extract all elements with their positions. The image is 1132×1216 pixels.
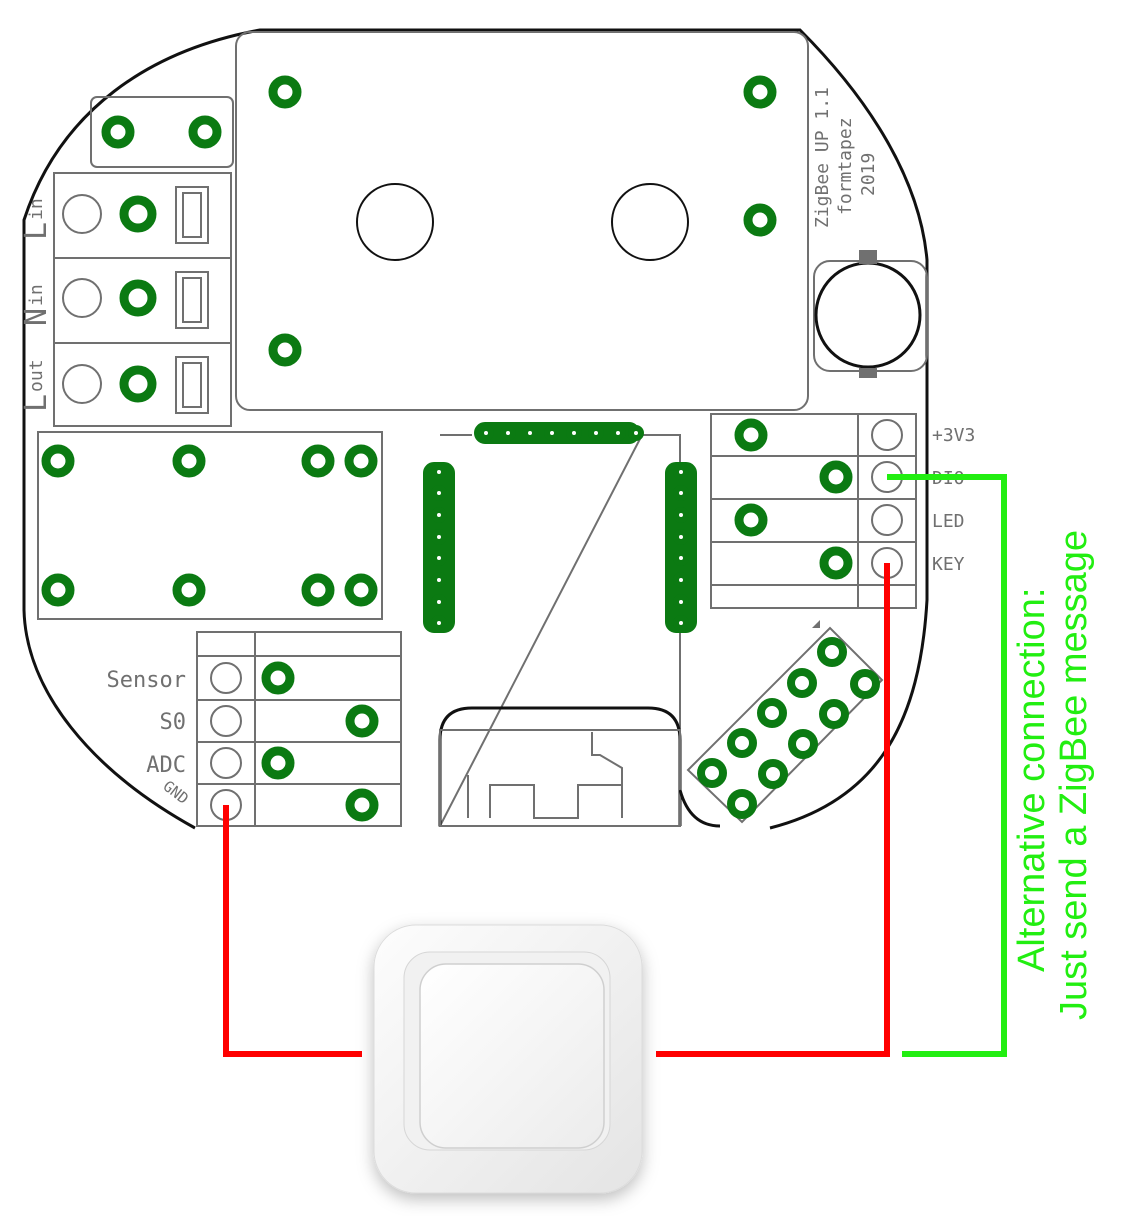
left-header <box>196 631 402 827</box>
terminal-label-l-out: Lout <box>19 359 54 412</box>
pin-label-led: LED <box>932 511 965 532</box>
board-title: ZigBee UP 1.1 <box>812 87 833 228</box>
left-header-pins <box>210 662 242 821</box>
terminal-label-n-in: Nin <box>19 284 54 326</box>
relay-outline <box>235 31 809 411</box>
pin-label-3v3: +3V3 <box>932 425 975 446</box>
green-wire-dio <box>887 474 1007 1057</box>
pin-label-key: KEY <box>932 554 965 575</box>
pin-label-sensor: Sensor <box>107 668 186 693</box>
round-pads <box>41 75 853 822</box>
mounting-hole <box>611 183 689 261</box>
terminal-label-l-in: Lin <box>19 198 54 240</box>
pin-label-gnd: GND <box>160 777 192 808</box>
mounting-hole <box>356 183 434 261</box>
battery-holder <box>813 250 928 378</box>
terminal-block <box>53 172 232 427</box>
prog-header-pads <box>697 637 880 819</box>
fuse-outline <box>90 96 234 168</box>
relay2-outline <box>37 431 383 620</box>
annotation-line1: Alternative connection: <box>1011 588 1053 972</box>
annotation-line2: Just send a ZigBee message <box>1053 530 1095 1020</box>
board-author: formtapez <box>835 117 856 215</box>
pin-label-adc: ADC <box>146 753 186 778</box>
pin-label-s0: S0 <box>160 710 187 735</box>
board-year: 2019 <box>858 153 879 196</box>
pin1-marker <box>812 620 820 628</box>
zigbee-module <box>438 434 682 827</box>
right-header <box>710 413 917 609</box>
terminal-screws <box>62 194 102 404</box>
board-cutout <box>678 789 721 828</box>
red-wire-key <box>656 563 890 1057</box>
red-wire-gnd <box>223 805 362 1057</box>
prog-header-outline <box>686 626 884 824</box>
wall-switch <box>373 924 643 1194</box>
pcb-outline <box>22 28 929 830</box>
module-pads <box>423 422 697 633</box>
